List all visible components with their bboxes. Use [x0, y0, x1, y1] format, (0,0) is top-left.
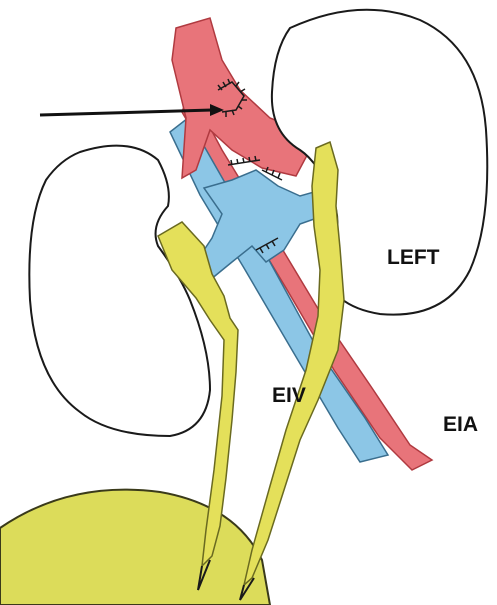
left-kidney-label: LEFT	[387, 246, 440, 270]
bladder	[0, 490, 270, 605]
eiv-label: EIV	[272, 384, 306, 408]
eia-label: EIA	[443, 413, 478, 437]
right-kidney	[29, 146, 210, 436]
